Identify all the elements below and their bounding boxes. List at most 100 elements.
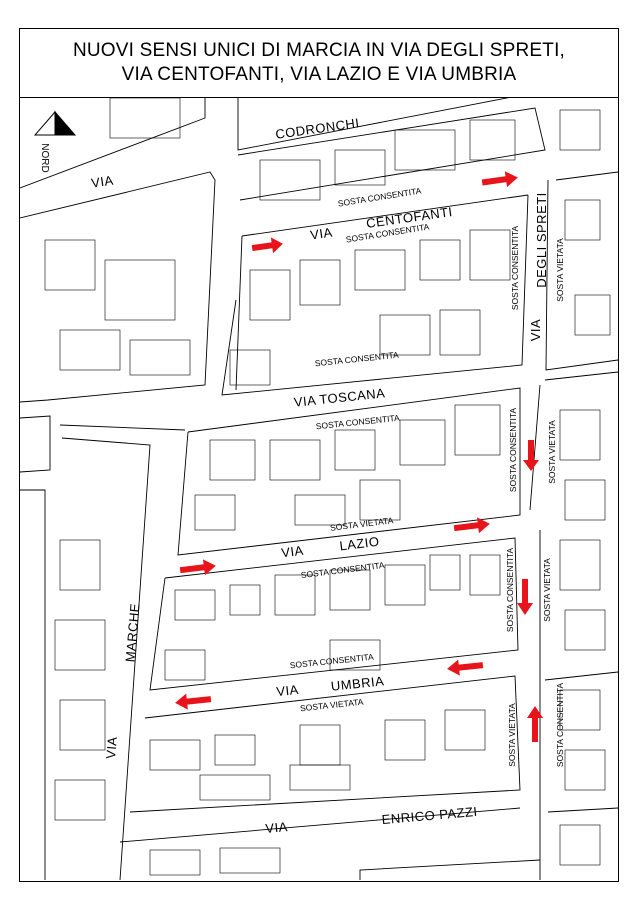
building — [429, 554, 461, 591]
block-outline — [221, 194, 529, 396]
one-way-arrow-centofanti-east-2 — [481, 171, 518, 188]
block-outline — [20, 489, 46, 880]
building — [559, 824, 601, 866]
one-way-arrow-spreti-north — [527, 706, 543, 742]
block-outline — [129, 675, 521, 813]
block-outline — [61, 437, 151, 880]
one-way-arrow-lazio-east-1 — [179, 559, 216, 576]
buildings — [44, 98, 611, 876]
building — [219, 847, 281, 874]
one-way-arrow-spreti-south-1 — [523, 440, 539, 471]
building — [334, 429, 376, 471]
building — [59, 699, 106, 751]
building — [469, 554, 501, 596]
parking-spreti-lower-east: SOSTA VIETATA — [547, 420, 557, 484]
building — [54, 779, 106, 821]
building — [564, 749, 606, 791]
building — [199, 774, 271, 801]
building — [559, 109, 601, 151]
building — [564, 479, 606, 521]
building — [299, 259, 341, 306]
block-outline — [59, 424, 186, 431]
parking-umbria-north: SOSTA CONSENTITA — [289, 652, 374, 671]
building — [209, 439, 256, 481]
parking-spreti-west: SOSTA CONSENTITA — [510, 226, 520, 311]
street-umbria-name: UMBRIA — [330, 673, 385, 694]
building — [454, 404, 501, 456]
block-outline — [544, 371, 618, 381]
block-outline — [529, 384, 541, 511]
block-outline — [545, 179, 618, 371]
street-lazio-name: LAZIO — [339, 534, 381, 554]
street-map: NORD CODRONCHI VIA VIA CENTOFANTI VIA DE… — [20, 98, 618, 880]
building — [269, 439, 321, 481]
street-umbria-via: VIA — [276, 682, 300, 699]
building — [299, 724, 341, 766]
north-arrow: NORD — [33, 110, 77, 173]
one-way-arrow-umbria-west-1 — [447, 659, 484, 676]
block-outline — [177, 387, 521, 556]
street-marche-via: VIA — [103, 736, 120, 760]
building — [379, 314, 431, 356]
building — [469, 229, 511, 281]
block-outline — [359, 859, 541, 880]
block-outline — [241, 194, 529, 237]
block-outline — [119, 807, 521, 843]
block-outline — [555, 171, 618, 181]
block-outline — [149, 537, 519, 691]
building — [469, 119, 516, 161]
building — [329, 639, 381, 671]
one-way-arrows — [175, 171, 543, 742]
parking-spreti-bottom-west: SOSTA VIETATA — [507, 703, 517, 767]
block-outlines — [20, 98, 618, 880]
building — [359, 479, 401, 521]
north-arrow-icon — [33, 110, 56, 136]
building — [564, 199, 601, 241]
building — [394, 129, 456, 171]
building — [164, 649, 206, 681]
parking-lazio-south: SOSTA CONSENTITA — [300, 560, 385, 580]
building — [274, 574, 316, 616]
building — [174, 589, 216, 621]
building — [109, 98, 181, 139]
parking-spreti-mid-east: SOSTA VIETATA — [542, 558, 552, 622]
title-line-2: VIA CENTOFANTI, VIA LAZIO E VIA UMBRIA — [121, 64, 517, 85]
building — [334, 149, 386, 186]
one-way-arrow-centofanti-east-1 — [251, 237, 283, 254]
parking-lazio-north: SOSTA VIETATA — [329, 515, 394, 533]
building — [59, 539, 101, 591]
street-spreti-via: VIA — [528, 319, 543, 341]
building — [289, 764, 351, 791]
building — [574, 294, 611, 336]
building — [294, 494, 346, 526]
building — [559, 689, 601, 731]
building — [399, 419, 446, 466]
building — [419, 239, 461, 281]
building — [559, 539, 601, 591]
street-marche-name: MARCHE — [122, 602, 142, 662]
street-pazzi-via: VIA — [265, 819, 289, 836]
block-outline — [547, 807, 618, 813]
street-toscana: VIA TOSCANA — [293, 385, 386, 410]
building — [559, 409, 601, 461]
street-pazzi-name: ENRICO PAZZI — [381, 804, 478, 827]
building — [384, 564, 426, 606]
street-lazio-via: VIA — [280, 543, 304, 561]
one-way-arrow-umbria-west-2 — [175, 693, 212, 710]
building — [149, 849, 201, 876]
building — [384, 719, 426, 761]
building — [229, 584, 261, 616]
building — [354, 249, 406, 291]
street-via-top-left: VIA — [90, 173, 114, 191]
building — [129, 339, 191, 376]
building — [444, 709, 486, 751]
block-outline — [237, 107, 546, 201]
building — [59, 329, 121, 371]
parking-spreti-lower-west: SOSTA CONSENTITA — [508, 408, 518, 493]
parking-toscana-north: SOSTA CONSENTITA — [314, 350, 399, 369]
parking-centofanti-north: SOSTA CONSENTITA — [337, 185, 422, 208]
building — [54, 619, 106, 671]
building — [329, 569, 371, 611]
building — [439, 309, 481, 356]
